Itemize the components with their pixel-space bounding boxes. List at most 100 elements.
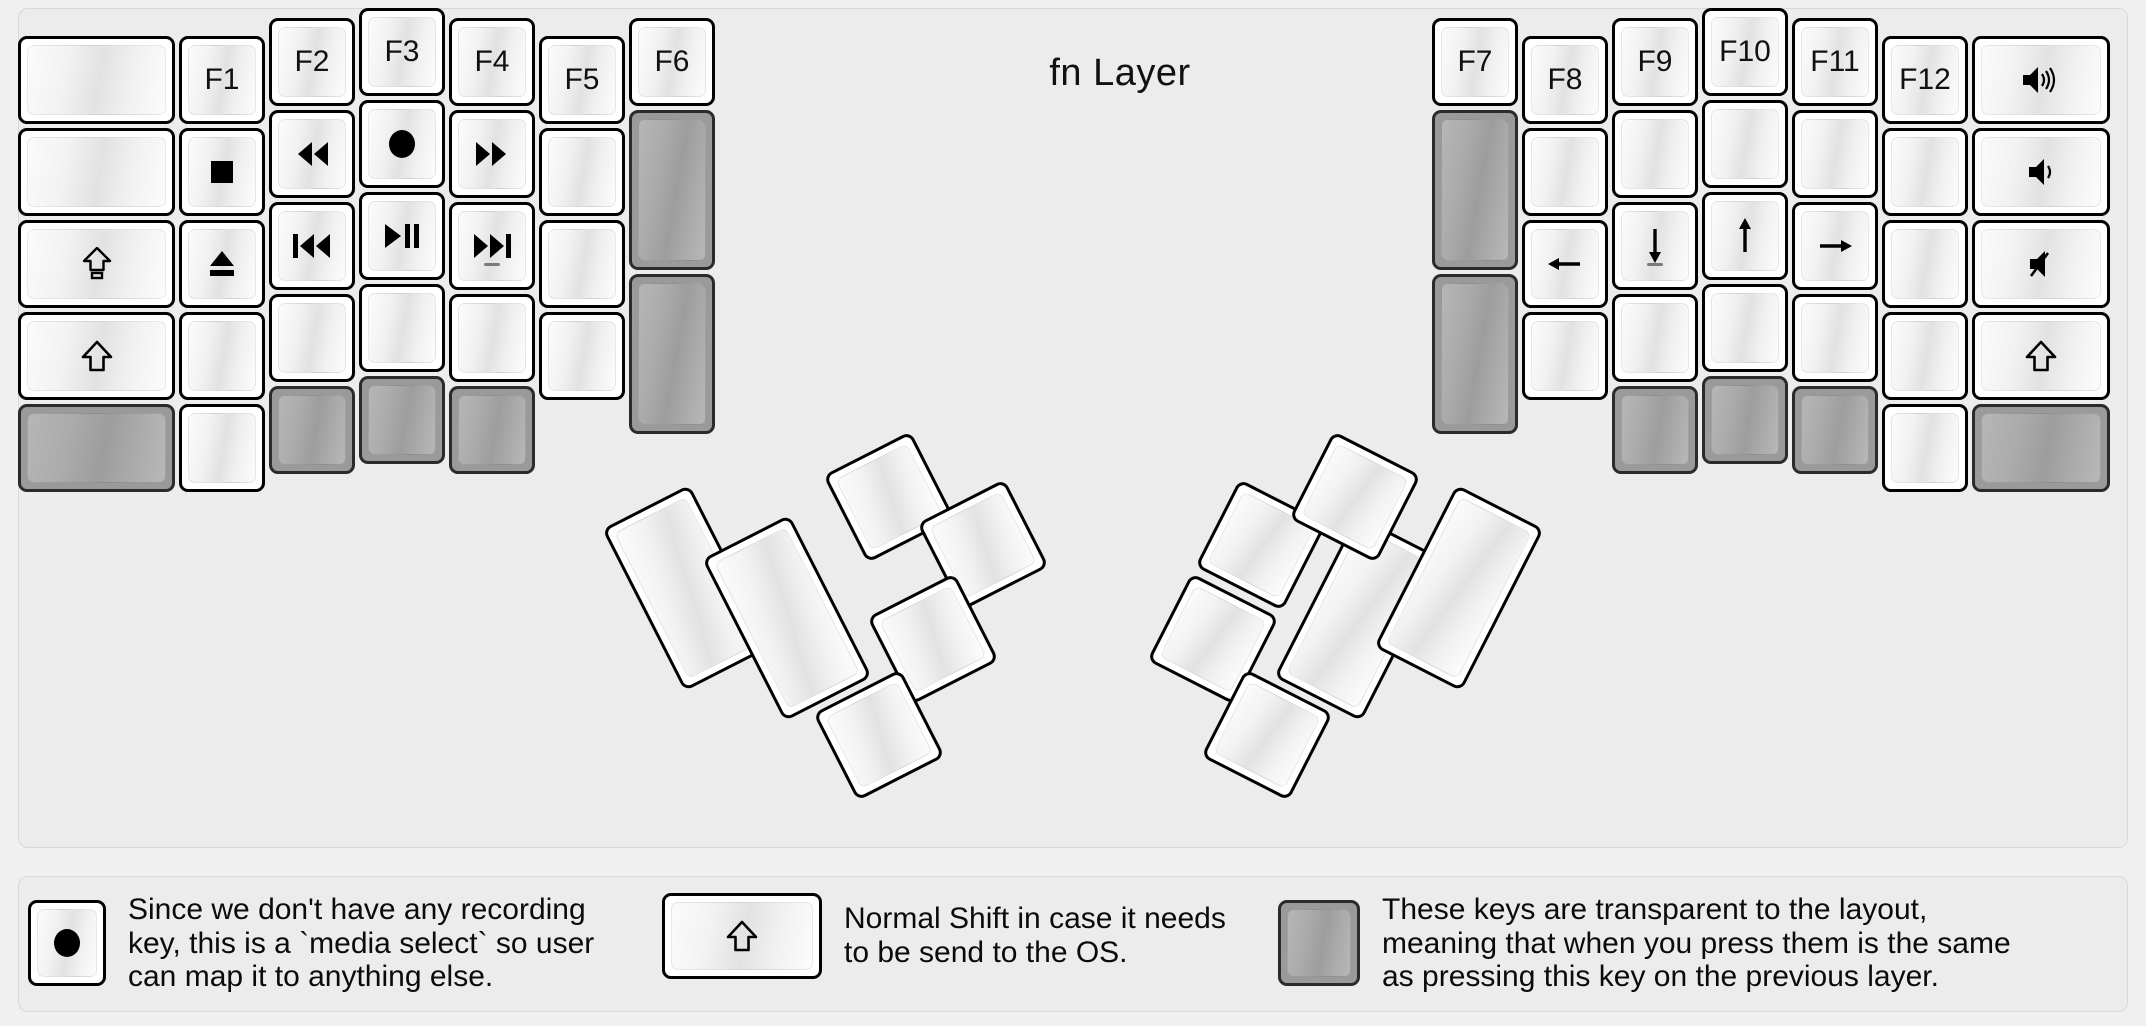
key-right-col-pinky-0[interactable]: F12 <box>1882 36 1968 124</box>
shift-icon <box>726 920 758 953</box>
key-cap <box>1531 229 1599 299</box>
key-right-col-middle-3[interactable] <box>1702 284 1788 372</box>
key-right-col-index-1[interactable] <box>1612 110 1698 198</box>
shift-icon <box>2025 340 2057 373</box>
key-right-col-middle-4[interactable] <box>1702 376 1788 464</box>
key-cap <box>1621 303 1689 373</box>
key-label: F11 <box>1810 45 1860 78</box>
key-left-col-index-2[interactable] <box>449 202 535 290</box>
key-left-col-pinky-2[interactable] <box>179 220 265 308</box>
key-right-col-pinky-outer-0[interactable] <box>1972 36 2110 124</box>
key-sub-marker <box>1647 263 1663 266</box>
key-right-col-index-2[interactable] <box>1612 202 1698 290</box>
key-left-col-pinky-4[interactable] <box>179 404 265 492</box>
key-cap <box>188 137 256 207</box>
key-right-col-index-inner-3[interactable] <box>1522 312 1608 400</box>
key-cap: F8 <box>1531 45 1599 115</box>
key-right-col-index-inner-2[interactable] <box>1522 220 1608 308</box>
key-right-col-pinky-outer-2[interactable] <box>1972 220 2110 308</box>
key-cap <box>1711 385 1779 455</box>
key-left-col-pinky-outer-4[interactable] <box>18 404 175 492</box>
key-right-col-pinky-4[interactable] <box>1882 404 1968 492</box>
key-right-col-inner-0[interactable]: F7 <box>1432 18 1518 106</box>
key-right-col-middle-1[interactable] <box>1702 100 1788 188</box>
key-cap <box>458 119 526 189</box>
key-left-col-index-inner-2[interactable] <box>539 220 625 308</box>
key-right-col-index-inner-0[interactable]: F8 <box>1522 36 1608 124</box>
key-left-col-index-inner-3[interactable] <box>539 312 625 400</box>
key-right-col-pinky-3[interactable] <box>1882 312 1968 400</box>
key-left-col-ring-0[interactable]: F2 <box>269 18 355 106</box>
key-cap <box>1801 395 1869 465</box>
arrow-down-icon <box>1641 227 1669 265</box>
key-right-col-pinky-outer-4[interactable] <box>1972 404 2110 492</box>
key-right-col-index-4[interactable] <box>1612 386 1698 474</box>
key-cap <box>1981 413 2101 483</box>
key-left-col-index-3[interactable] <box>449 294 535 382</box>
key-left-col-ring-4[interactable] <box>269 386 355 474</box>
key-label: F8 <box>1547 63 1583 96</box>
page-title: fn Layer <box>1049 52 1191 94</box>
key-right-col-ring-0[interactable]: F11 <box>1792 18 1878 106</box>
key-cap: F2 <box>278 27 346 97</box>
key-left-col-pinky-0[interactable]: F1 <box>179 36 265 124</box>
media-eject-icon <box>208 249 236 279</box>
key-right-col-pinky-outer-3[interactable] <box>1972 312 2110 400</box>
legend-panel <box>18 876 2128 1012</box>
key-left-col-middle-3[interactable] <box>359 284 445 372</box>
legend-item-2: These keys are transparent to the layout… <box>1278 893 2011 994</box>
key-cap <box>1711 293 1779 363</box>
key-left-col-ring-3[interactable] <box>269 294 355 382</box>
key-left-col-index-1[interactable] <box>449 110 535 198</box>
caps-lock-icon <box>81 247 113 281</box>
key-left-col-pinky-outer-0[interactable] <box>18 36 175 124</box>
key-cap <box>27 45 166 115</box>
key-left-col-index-0[interactable]: F4 <box>449 18 535 106</box>
key-left-col-middle-0[interactable]: F3 <box>359 8 445 96</box>
key-right-col-pinky-1[interactable] <box>1882 128 1968 216</box>
key-left-col-pinky-outer-1[interactable] <box>18 128 175 216</box>
key-cap <box>27 137 166 207</box>
key-left-col-pinky-3[interactable] <box>179 312 265 400</box>
key-left-col-inner-2[interactable] <box>629 274 715 434</box>
key-right-col-pinky-outer-1[interactable] <box>1972 128 2110 216</box>
key-cap: F6 <box>638 27 706 97</box>
key-left-col-ring-1[interactable] <box>269 110 355 198</box>
key-left-col-middle-1[interactable] <box>359 100 445 188</box>
key-label: F1 <box>204 63 240 96</box>
key-right-col-pinky-2[interactable] <box>1882 220 1968 308</box>
key-right-col-ring-2[interactable] <box>1792 202 1878 290</box>
key-label: F5 <box>564 63 600 96</box>
key-right-col-inner-1[interactable] <box>1432 110 1518 270</box>
key-cap <box>188 413 256 483</box>
key-right-col-ring-4[interactable] <box>1792 386 1878 474</box>
key-right-col-index-inner-1[interactable] <box>1522 128 1608 216</box>
media-next-icon <box>472 232 512 260</box>
key-left-col-inner-1[interactable] <box>629 110 715 270</box>
key-left-col-pinky-outer-2[interactable] <box>18 220 175 308</box>
key-right-col-index-0[interactable]: F9 <box>1612 18 1698 106</box>
key-left-col-index-inner-0[interactable]: F5 <box>539 36 625 124</box>
key-left-col-middle-4[interactable] <box>359 376 445 464</box>
key-cap <box>368 385 436 455</box>
key-left-col-pinky-1[interactable] <box>179 128 265 216</box>
key-left-col-pinky-outer-3[interactable] <box>18 312 175 400</box>
key-right-col-inner-2[interactable] <box>1432 274 1518 434</box>
key-left-col-ring-2[interactable] <box>269 202 355 290</box>
key-cap <box>458 211 526 281</box>
key-right-col-middle-2[interactable] <box>1702 192 1788 280</box>
key-left-col-inner-0[interactable]: F6 <box>629 18 715 106</box>
key-cap: F12 <box>1891 45 1959 115</box>
key-cap <box>548 137 616 207</box>
arrow-left-icon <box>1547 250 1583 278</box>
key-label: F2 <box>294 45 330 78</box>
key-right-col-middle-0[interactable]: F10 <box>1702 8 1788 96</box>
key-left-col-index-4[interactable] <box>449 386 535 474</box>
key-cap <box>27 229 166 299</box>
key-right-col-ring-3[interactable] <box>1792 294 1878 382</box>
key-left-col-middle-2[interactable] <box>359 192 445 280</box>
key-left-col-index-inner-1[interactable] <box>539 128 625 216</box>
key-right-col-ring-1[interactable] <box>1792 110 1878 198</box>
key-right-col-index-3[interactable] <box>1612 294 1698 382</box>
legend-key-sample-2 <box>1278 900 1360 987</box>
